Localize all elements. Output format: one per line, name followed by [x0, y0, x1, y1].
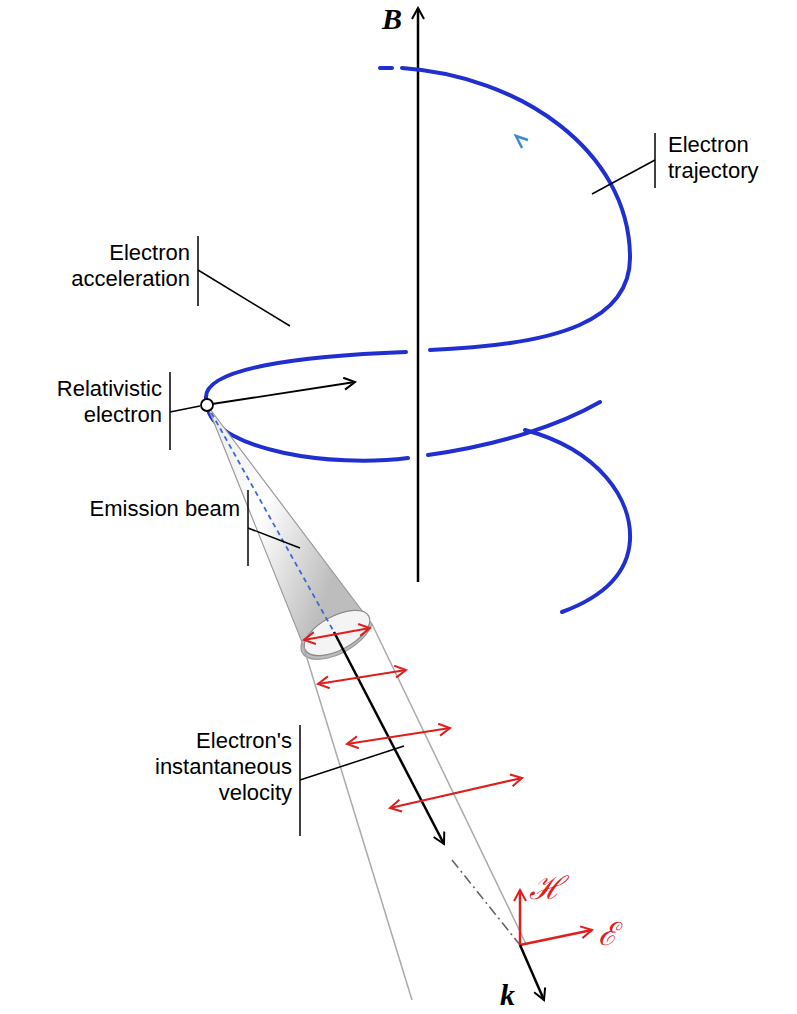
vector-label: k — [500, 980, 530, 1010]
e-vector — [520, 930, 592, 945]
callout-label: Electron trajectory — [668, 132, 788, 184]
callout-label: Electron acceleration — [50, 240, 190, 292]
axis-label: B — [382, 4, 422, 34]
propagation-line — [452, 860, 520, 945]
acceleration-arrow — [212, 382, 355, 404]
beam-edge — [302, 642, 412, 1000]
callout-label: Electron's instantaneous velocity — [90, 728, 292, 806]
field-axis — [417, 8, 420, 582]
k-vector — [520, 945, 544, 1000]
electron — [201, 399, 213, 411]
callout-label: Emission beam — [80, 496, 240, 522]
cone-end — [297, 601, 377, 665]
vector-label: ℰ — [598, 918, 638, 950]
polarization-arrows — [304, 628, 522, 808]
vector-label: ℋ — [529, 872, 569, 904]
callout-label: Relativistic electron — [10, 376, 162, 428]
direction-arrow — [516, 136, 528, 148]
h-vector — [519, 890, 522, 945]
